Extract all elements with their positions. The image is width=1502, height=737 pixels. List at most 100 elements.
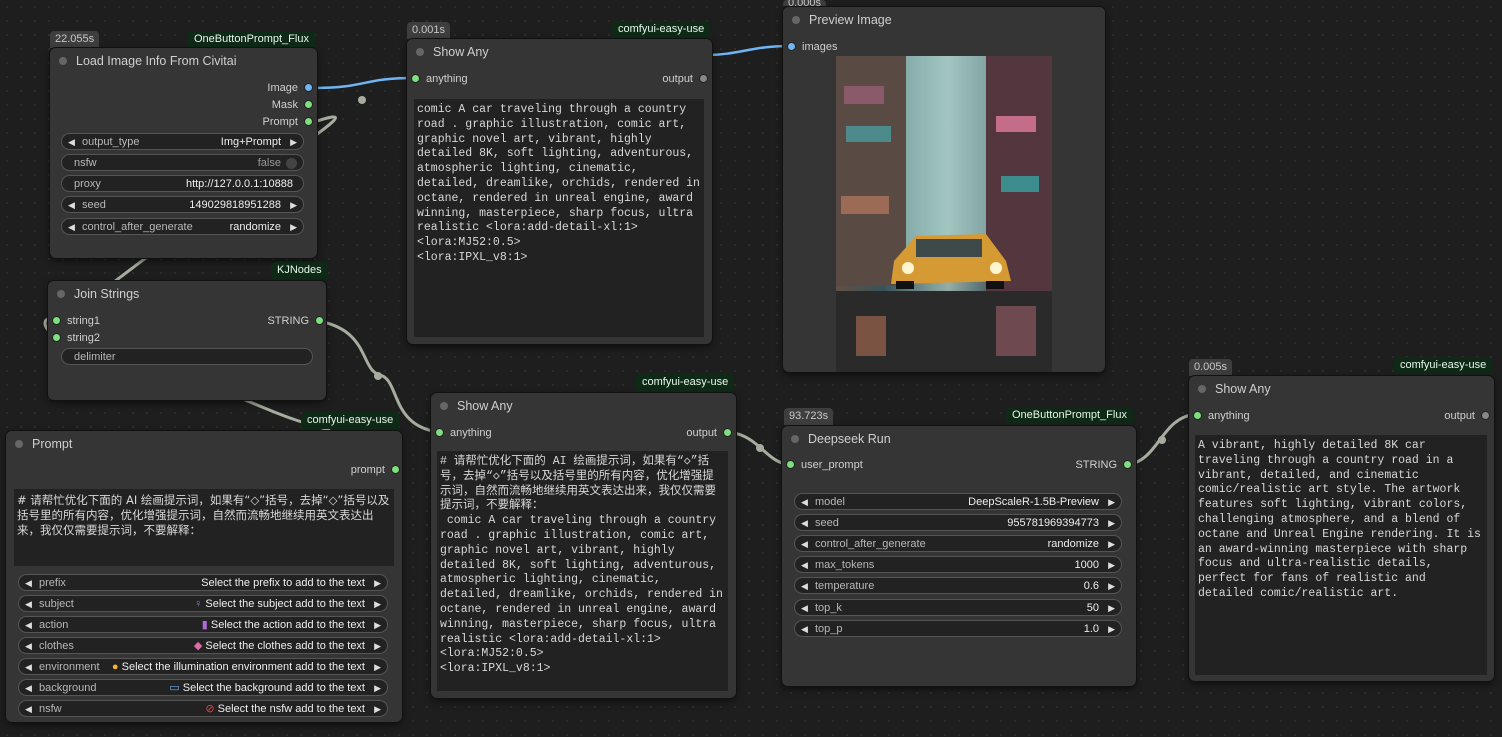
input-anything[interactable]: anything — [1194, 408, 1250, 424]
prompt-node[interactable]: Prompt prompt # 请帮忙优化下面的 AI 绘画提示词，如果有“◇”… — [6, 431, 402, 722]
collapse-dot-icon[interactable] — [1198, 385, 1206, 393]
arrow-right-icon[interactable]: ▶ — [374, 641, 381, 651]
toggle-knob-icon[interactable] — [286, 158, 297, 169]
arrow-left-icon[interactable]: ◀ — [25, 578, 32, 588]
arrow-right-icon[interactable]: ▶ — [374, 599, 381, 609]
node-title[interactable]: Show Any — [431, 393, 736, 419]
nsfw-combo[interactable]: ◀nsfw⊘ Select the nsfw add to the text▶ — [18, 700, 388, 717]
arrow-left-icon[interactable]: ◀ — [25, 599, 32, 609]
arrow-right-icon[interactable]: ▶ — [1108, 560, 1115, 570]
arrow-right-icon[interactable]: ▶ — [1108, 539, 1115, 549]
arrow-right-icon[interactable]: ▶ — [374, 683, 381, 693]
output-prompt[interactable]: Prompt — [263, 114, 313, 130]
arrow-left-icon[interactable]: ◀ — [801, 624, 808, 634]
collapse-dot-icon[interactable] — [440, 402, 448, 410]
background-combo[interactable]: ◀background▭ Select the background add t… — [18, 679, 388, 696]
input-anything[interactable]: anything — [436, 425, 492, 441]
show-any-text[interactable]: # 请帮忙优化下面的 AI 绘画提示词，如果有“◇”括号，去掉“◇”括号以及括号… — [437, 451, 728, 691]
collapse-dot-icon[interactable] — [416, 48, 424, 56]
join-strings-node[interactable]: Join Strings string1 string2 STRING deli… — [48, 281, 326, 400]
output-string[interactable]: STRING — [267, 313, 323, 329]
arrow-right-icon[interactable]: ▶ — [374, 578, 381, 588]
collapse-dot-icon[interactable] — [791, 435, 799, 443]
arrow-right-icon[interactable]: ▶ — [374, 662, 381, 672]
node-title[interactable]: Prompt — [6, 431, 402, 457]
show-any-node-3[interactable]: Show Any anything output A vibrant, high… — [1189, 376, 1494, 681]
arrow-left-icon[interactable]: ◀ — [801, 518, 808, 528]
output-prompt[interactable]: prompt — [351, 462, 400, 478]
arrow-left-icon[interactable]: ◀ — [25, 704, 32, 714]
input-images[interactable]: images — [788, 39, 837, 55]
action-combo[interactable]: ◀action▮ Select the action add to the te… — [18, 616, 388, 633]
input-user-prompt[interactable]: user_prompt — [787, 457, 863, 473]
environment-combo[interactable]: ◀environment● Select the illumination en… — [18, 658, 388, 675]
input-string1[interactable]: string1 — [53, 313, 100, 329]
collapse-dot-icon[interactable] — [792, 16, 800, 24]
arrow-left-icon[interactable]: ◀ — [25, 662, 32, 672]
arrow-right-icon[interactable]: ▶ — [1108, 603, 1115, 613]
arrow-right-icon[interactable]: ▶ — [290, 137, 297, 147]
output-output[interactable]: output — [686, 425, 731, 441]
arrow-left-icon[interactable]: ◀ — [25, 620, 32, 630]
arrow-left-icon[interactable]: ◀ — [801, 539, 808, 549]
node-title[interactable]: Show Any — [1189, 376, 1494, 402]
arrow-left-icon[interactable]: ◀ — [68, 222, 75, 232]
load-image-info-node[interactable]: Load Image Info From Civitai Image Mask … — [50, 48, 317, 258]
show-any-node-2[interactable]: Show Any anything output # 请帮忙优化下面的 AI 绘… — [431, 393, 736, 698]
show-any-text[interactable]: comic A car traveling through a country … — [414, 99, 704, 337]
arrow-left-icon[interactable]: ◀ — [25, 641, 32, 651]
show-any-text[interactable]: A vibrant, highly detailed 8K car travel… — [1195, 435, 1487, 675]
subject-combo[interactable]: ◀subject♀ Select the subject add to the … — [18, 595, 388, 612]
node-title[interactable]: Preview Image — [783, 7, 1105, 33]
preview-image-node[interactable]: Preview Image images — [783, 7, 1105, 372]
prompt-text[interactable]: # 请帮忙优化下面的 AI 绘画提示词，如果有“◇”括号，去掉“◇”括号以及括号… — [14, 489, 394, 566]
node-title[interactable]: Deepseek Run — [782, 426, 1136, 452]
arrow-left-icon[interactable]: ◀ — [801, 497, 808, 507]
arrow-left-icon[interactable]: ◀ — [801, 603, 808, 613]
arrow-left-icon[interactable]: ◀ — [801, 581, 808, 591]
input-string2[interactable]: string2 — [53, 330, 100, 346]
node-title[interactable]: Load Image Info From Civitai — [50, 48, 317, 74]
arrow-left-icon[interactable]: ◀ — [68, 200, 75, 210]
arrow-right-icon[interactable]: ▶ — [374, 704, 381, 714]
collapse-dot-icon[interactable] — [15, 440, 23, 448]
collapse-dot-icon[interactable] — [59, 57, 67, 65]
arrow-right-icon[interactable]: ▶ — [290, 200, 297, 210]
arrow-right-icon[interactable]: ▶ — [374, 620, 381, 630]
arrow-right-icon[interactable]: ▶ — [1108, 624, 1115, 634]
output-image[interactable]: Image — [267, 80, 312, 96]
show-any-node-1[interactable]: Show Any anything output comic A car tra… — [407, 39, 712, 344]
arrow-left-icon[interactable]: ◀ — [801, 560, 808, 570]
collapse-dot-icon[interactable] — [57, 290, 65, 298]
output-string[interactable]: STRING — [1075, 457, 1131, 473]
arrow-left-icon[interactable]: ◀ — [25, 683, 32, 693]
output-mask[interactable]: Mask — [272, 97, 313, 113]
node-title[interactable]: Show Any — [407, 39, 712, 65]
arrow-left-icon[interactable]: ◀ — [68, 137, 75, 147]
arrow-right-icon[interactable]: ▶ — [1108, 518, 1115, 528]
arrow-right-icon[interactable]: ▶ — [1108, 581, 1115, 591]
clothes-combo[interactable]: ◀clothes◆ Select the clothes add to the … — [18, 637, 388, 654]
delimiter-input[interactable]: delimiter — [61, 348, 313, 365]
arrow-right-icon[interactable]: ▶ — [290, 222, 297, 232]
output-output[interactable]: output — [1444, 408, 1489, 424]
node-title[interactable]: Join Strings — [48, 281, 326, 307]
output-output[interactable]: output — [662, 71, 707, 87]
preview-image[interactable] — [836, 56, 1052, 372]
arrow-right-icon[interactable]: ▶ — [1108, 497, 1115, 507]
input-anything[interactable]: anything — [412, 71, 468, 87]
